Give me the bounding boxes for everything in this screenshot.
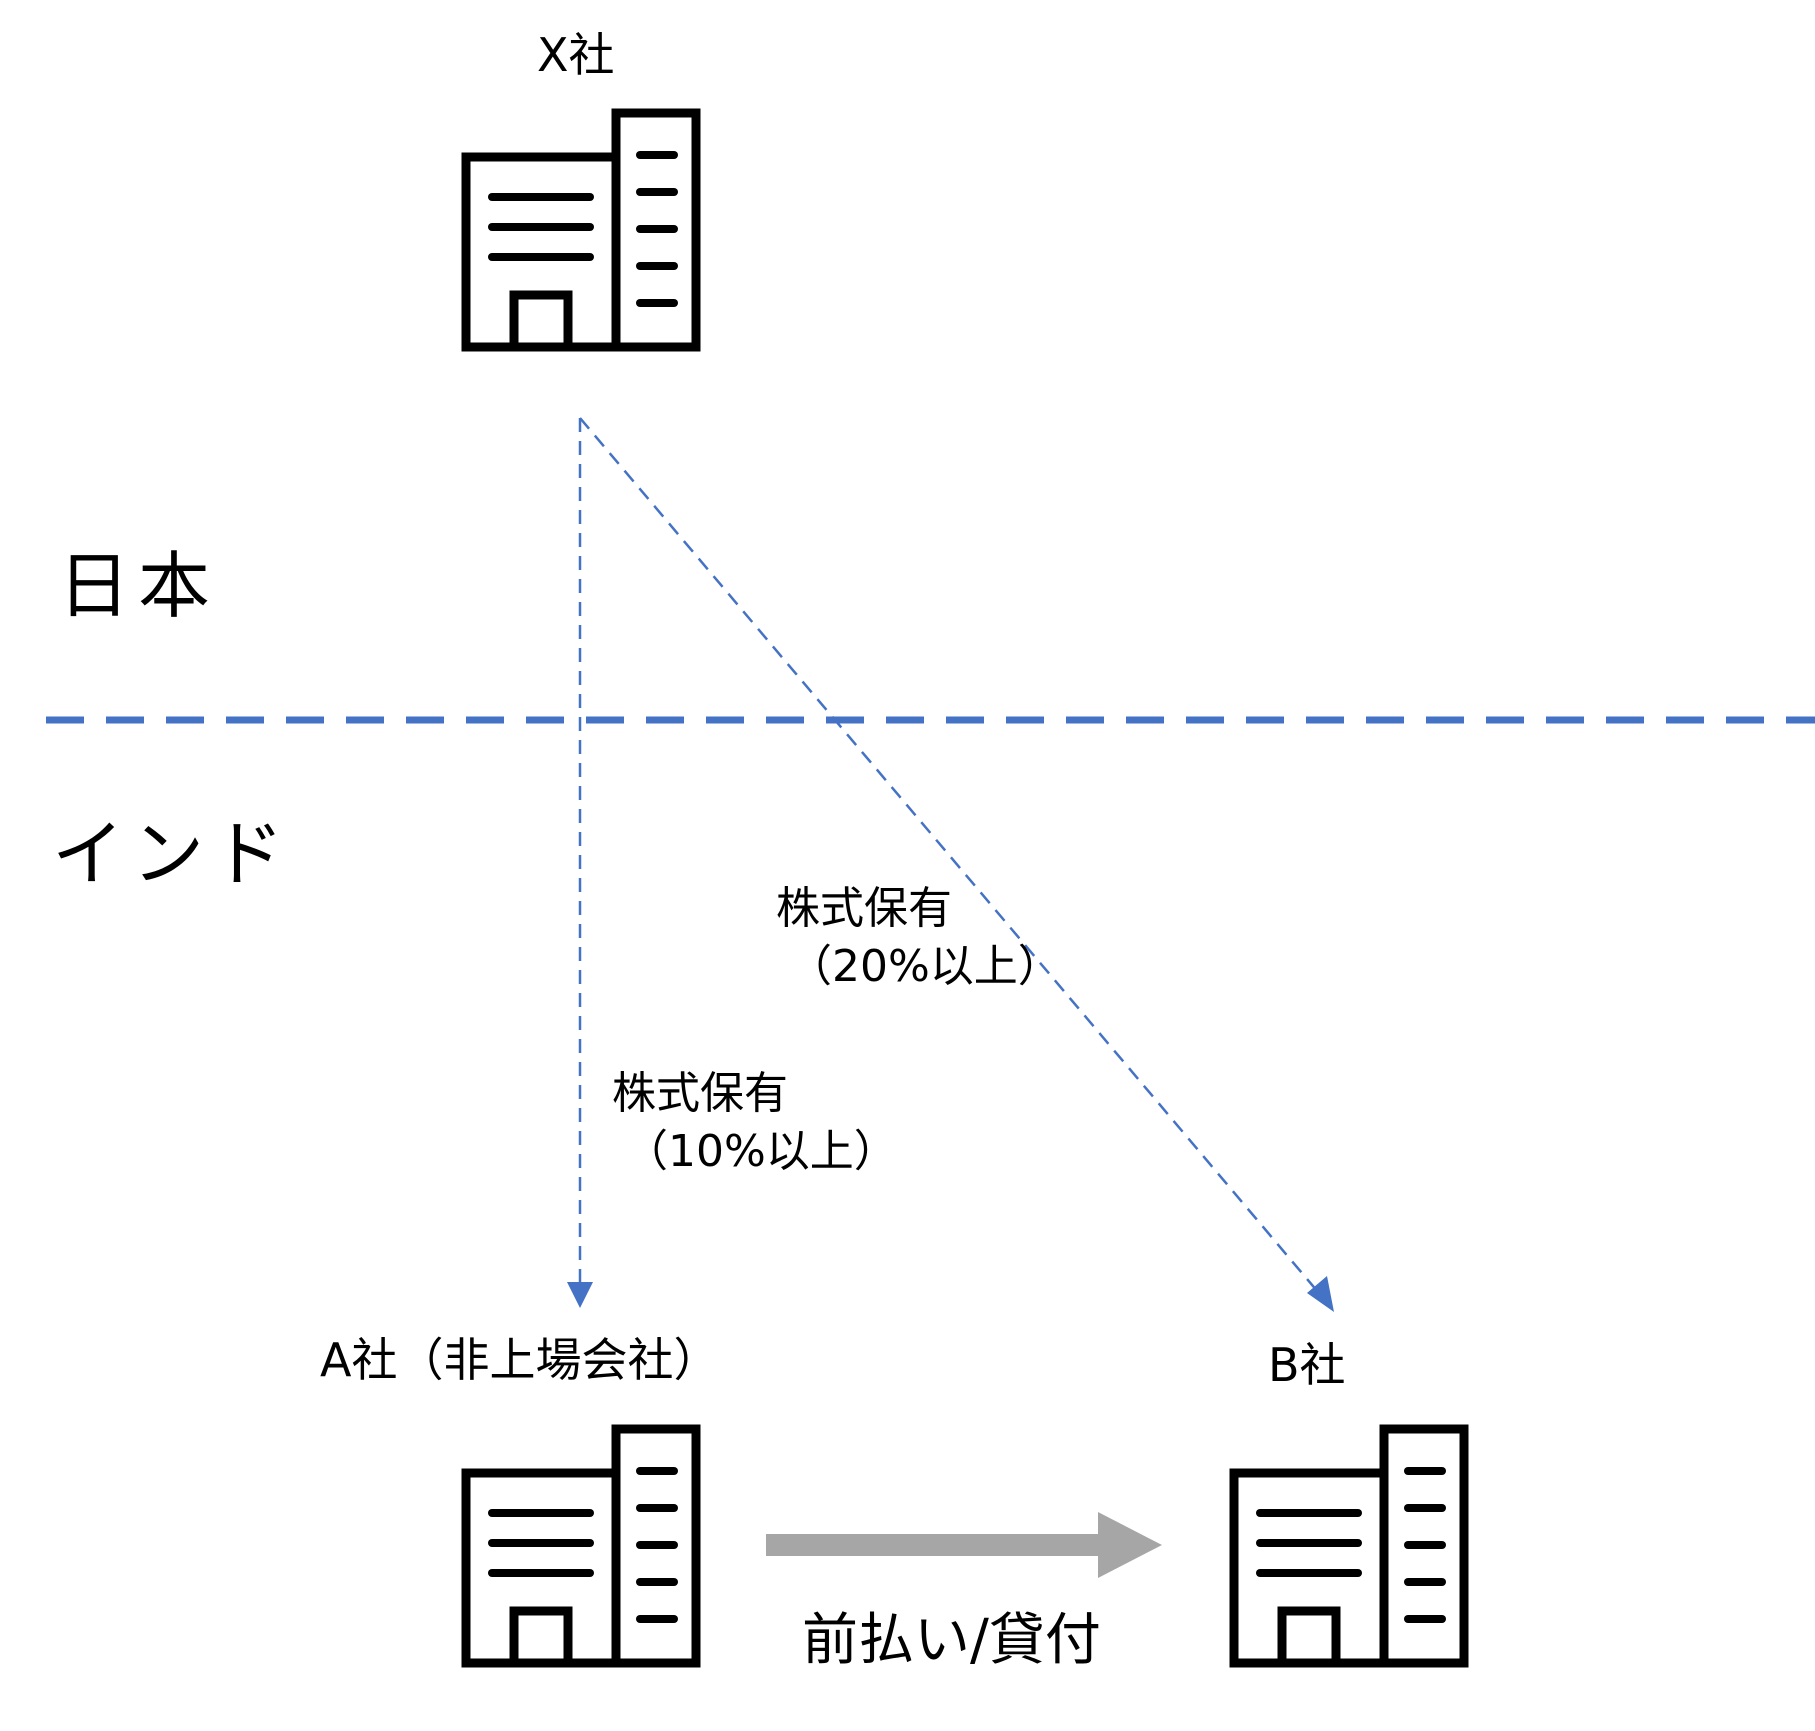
office-building-icon	[1234, 1429, 1464, 1663]
company-label-a: A社（非上場会社）	[320, 1333, 720, 1387]
region-label-india: インド	[52, 812, 293, 896]
edge-label-line2: （10%以上）	[624, 1126, 898, 1177]
region-label-japan: 日本	[58, 544, 219, 628]
edge-label-line1: 株式保有	[776, 883, 952, 934]
edge-label-a-to-b: 前払い/貸付	[802, 1608, 1101, 1673]
transfer-arrow-a-to-b	[766, 1512, 1162, 1578]
company-label-x: X社	[537, 28, 615, 82]
office-building-icon	[466, 1429, 696, 1663]
edge-label-line2: （20%以上）	[788, 941, 1062, 992]
edge-label-line1: 株式保有	[612, 1068, 788, 1119]
office-building-icon	[466, 113, 696, 347]
ownership-arrow-x-to-a	[567, 418, 593, 1308]
company-label-b: B社	[1268, 1338, 1346, 1392]
edge-label-x-to-a: 株式保有 （10%以上）	[612, 1065, 898, 1181]
edge-label-x-to-b: 株式保有 （20%以上）	[776, 880, 1062, 996]
ownership-arrow-x-to-b	[579, 417, 1334, 1312]
